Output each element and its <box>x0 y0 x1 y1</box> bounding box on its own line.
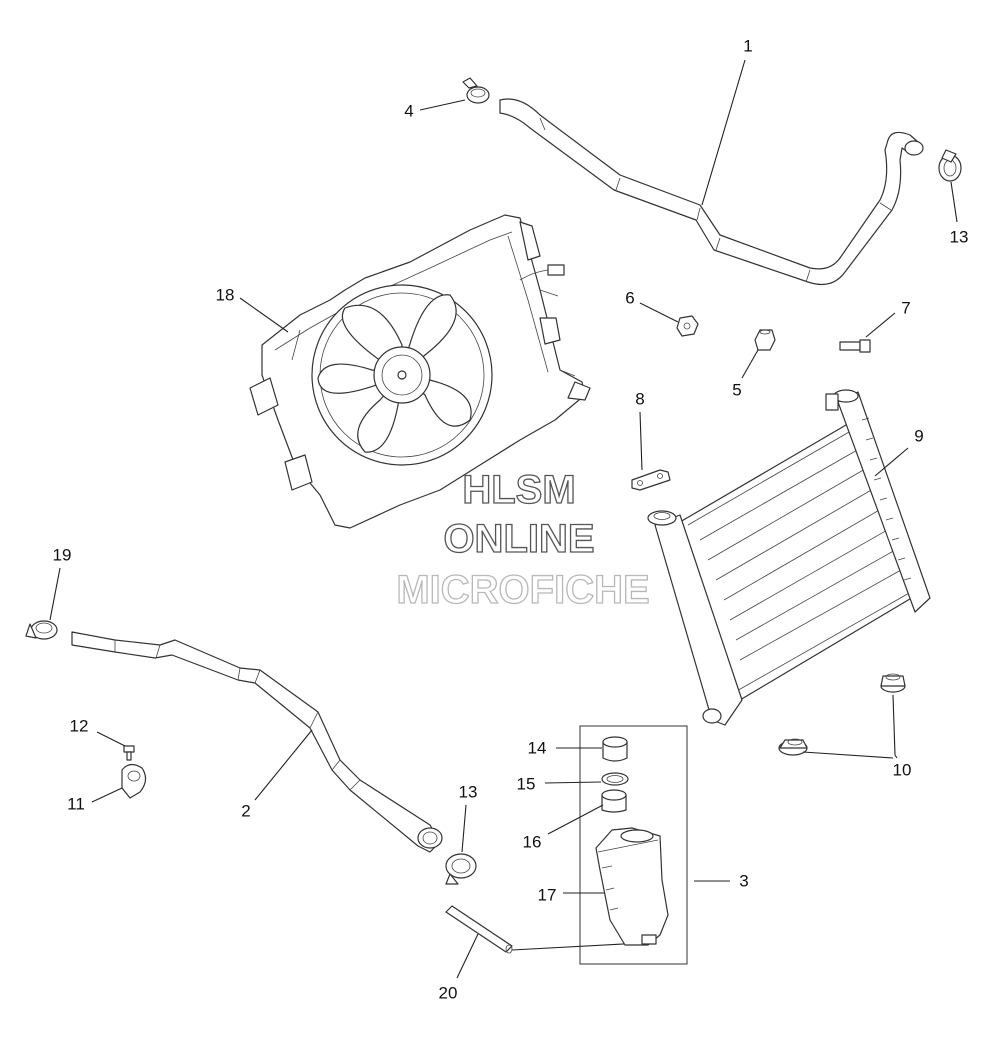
callout-14: 14 <box>528 738 547 757</box>
grommet-5[interactable] <box>754 329 776 351</box>
seal-ring-15[interactable] <box>601 772 629 786</box>
clip-11[interactable] <box>121 763 147 799</box>
watermark: HLSM ONLINE MICROFICHE <box>396 467 651 612</box>
lower-radiator-hose[interactable] <box>71 631 443 853</box>
reservoir-cap-14[interactable] <box>602 736 628 762</box>
callout-2: 2 <box>241 801 250 820</box>
insulator-10-upper[interactable] <box>880 673 906 693</box>
watermark-line-2: ONLINE <box>443 517 594 561</box>
callout-9: 9 <box>914 426 923 445</box>
reservoir-kit-box <box>579 725 688 965</box>
callout-13-lower: 13 <box>459 782 478 801</box>
callout-15: 15 <box>517 774 536 793</box>
callout-3: 3 <box>739 871 748 890</box>
coolant-reservoir-17[interactable] <box>595 827 669 946</box>
hose-clamp-13-upper[interactable] <box>938 149 962 182</box>
hose-clamp-4[interactable] <box>462 77 490 104</box>
callout-20: 20 <box>439 983 458 1002</box>
callout-17: 17 <box>538 885 557 904</box>
callout-8: 8 <box>635 389 644 408</box>
callout-5: 5 <box>732 380 741 399</box>
callout-18: 18 <box>216 285 235 304</box>
callout-7: 7 <box>901 298 910 317</box>
screw-12[interactable] <box>123 745 135 761</box>
watermark-line-3: MICROFICHE <box>396 568 649 612</box>
callout-19: 19 <box>53 545 72 564</box>
cooling-fan-assembly[interactable] <box>249 214 591 529</box>
sleeve-16[interactable] <box>601 789 627 813</box>
insulator-10-lower[interactable] <box>778 738 808 756</box>
nut-6[interactable] <box>676 315 699 337</box>
overflow-hose-20[interactable] <box>445 905 513 954</box>
callout-12: 12 <box>70 716 89 735</box>
upper-radiator-hose[interactable] <box>499 98 924 285</box>
callout-6: 6 <box>625 288 634 307</box>
bolt-7[interactable] <box>839 339 871 353</box>
callout-1: 1 <box>743 36 752 55</box>
callout-13-upper: 13 <box>950 227 969 246</box>
hose-clamp-13-lower[interactable] <box>445 853 477 885</box>
callout-4: 4 <box>404 101 413 120</box>
callout-16: 16 <box>523 832 542 851</box>
bracket-8[interactable] <box>631 469 671 491</box>
radiator[interactable] <box>647 389 931 726</box>
watermark-line-1: HLSM <box>462 468 575 512</box>
callout-11: 11 <box>67 794 85 813</box>
callout-10: 10 <box>893 760 912 779</box>
hose-clamp-19[interactable] <box>25 620 58 640</box>
